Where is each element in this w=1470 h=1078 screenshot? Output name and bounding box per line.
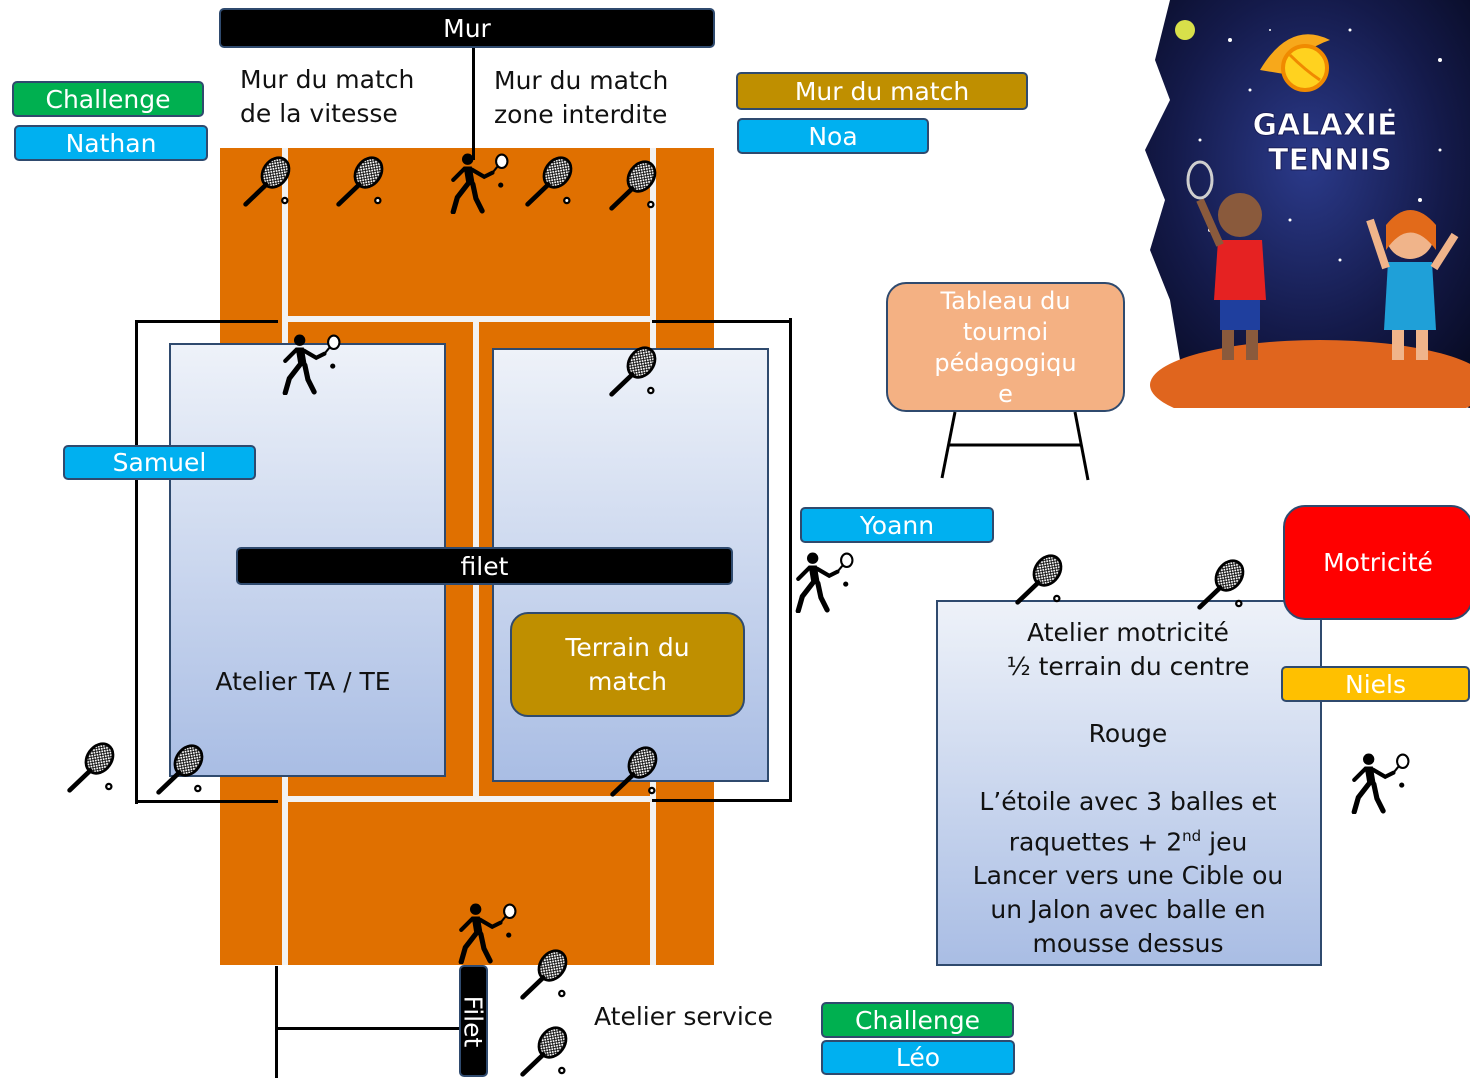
filet-bottom-label: Filet: [458, 995, 488, 1048]
boundary-line: [275, 1027, 460, 1030]
tennis-racket-icon: [153, 740, 209, 796]
niels-tag: Niels: [1281, 666, 1470, 702]
atelier-motricite-zone: [936, 600, 1322, 966]
filet-bar: filet: [236, 547, 733, 585]
boundary-line: [789, 318, 792, 802]
tennis-racket-icon: [240, 152, 296, 208]
tennis-racket-icon: [333, 152, 389, 208]
mur-zone-label: Mur du match zone interdite: [494, 66, 669, 129]
boundary-line: [135, 320, 138, 804]
tennis-racket-icon: [1012, 550, 1068, 606]
etoile-text-a: L’étoile avec 3 balles et raquettes + 2: [979, 787, 1277, 857]
terrain-match-box: Terrain du match: [510, 612, 745, 717]
yoann-tag: Yoann: [800, 507, 994, 543]
mur-du-match-tag: Mur du match: [736, 72, 1028, 110]
tennis-player-icon: [279, 333, 341, 395]
challenge-tag-bottom: Challenge: [821, 1002, 1014, 1038]
motricite-box: Motricité: [1283, 505, 1470, 620]
samuel-tag: Samuel: [63, 445, 256, 480]
filet-bottom-bar: Filet: [459, 965, 488, 1077]
challenge-tag-top: Challenge: [12, 81, 204, 117]
tennis-racket-icon: [64, 738, 120, 794]
tennis-racket-icon: [517, 945, 573, 1001]
leo-tag: Léo: [821, 1040, 1015, 1075]
tennis-racket-icon: [517, 1022, 573, 1078]
motricite-label: Motricité: [1323, 548, 1433, 577]
tableau-label: Tableau du tournoi pédagogiqu e: [934, 287, 1077, 408]
atelier-ta-te-label: Atelier TA / TE: [215, 667, 391, 696]
etoile-text: L’étoile avec 3 balles et raquettes + 2n…: [936, 785, 1320, 961]
nathan-tag: Nathan: [14, 125, 208, 161]
boundary-line: [135, 320, 278, 323]
etoile-text-b: jeu Lancer vers une Cible ou un Jalon av…: [972, 827, 1284, 959]
tennis-racket-icon: [1194, 555, 1250, 611]
mur-bar: Mur: [219, 8, 715, 48]
galaxie-tennis-logo: GALAXIE TENNIS: [1140, 0, 1470, 408]
boundary-line: [652, 320, 792, 323]
tableau-board: Tableau du tournoi pédagogiqu e: [886, 282, 1125, 412]
tableau-easel-legs: [940, 411, 1090, 481]
rouge-label: Rouge: [1088, 719, 1168, 748]
tennis-player-icon: [792, 551, 854, 613]
court-line: [282, 316, 656, 322]
etoile-text-sup: nd: [1182, 827, 1202, 845]
atelier-service-label: Atelier service: [594, 1002, 773, 1031]
logo-line2: TENNIS: [1268, 143, 1392, 178]
tennis-player-icon: [447, 152, 509, 214]
noa-tag: Noa: [737, 118, 929, 154]
tennis-racket-icon: [606, 156, 662, 212]
logo-line1: GALAXIE: [1253, 108, 1398, 143]
tennis-racket-icon: [606, 342, 662, 398]
tennis-racket-icon: [607, 742, 663, 798]
wall-pole: [472, 44, 475, 160]
atelier-motricite-label: Atelier motricité ½ terrain du centre: [1006, 618, 1250, 681]
boundary-line: [275, 966, 278, 1078]
terrain-match-label: Terrain du match: [565, 632, 690, 696]
tennis-player-icon: [455, 902, 517, 964]
court-line: [282, 796, 656, 802]
boundary-line: [135, 800, 278, 803]
tennis-player-icon: [1348, 752, 1410, 814]
tennis-racket-icon: [522, 152, 578, 208]
mur-vitesse-label: Mur du match de la vitesse: [240, 65, 415, 128]
boundary-line: [652, 799, 792, 802]
